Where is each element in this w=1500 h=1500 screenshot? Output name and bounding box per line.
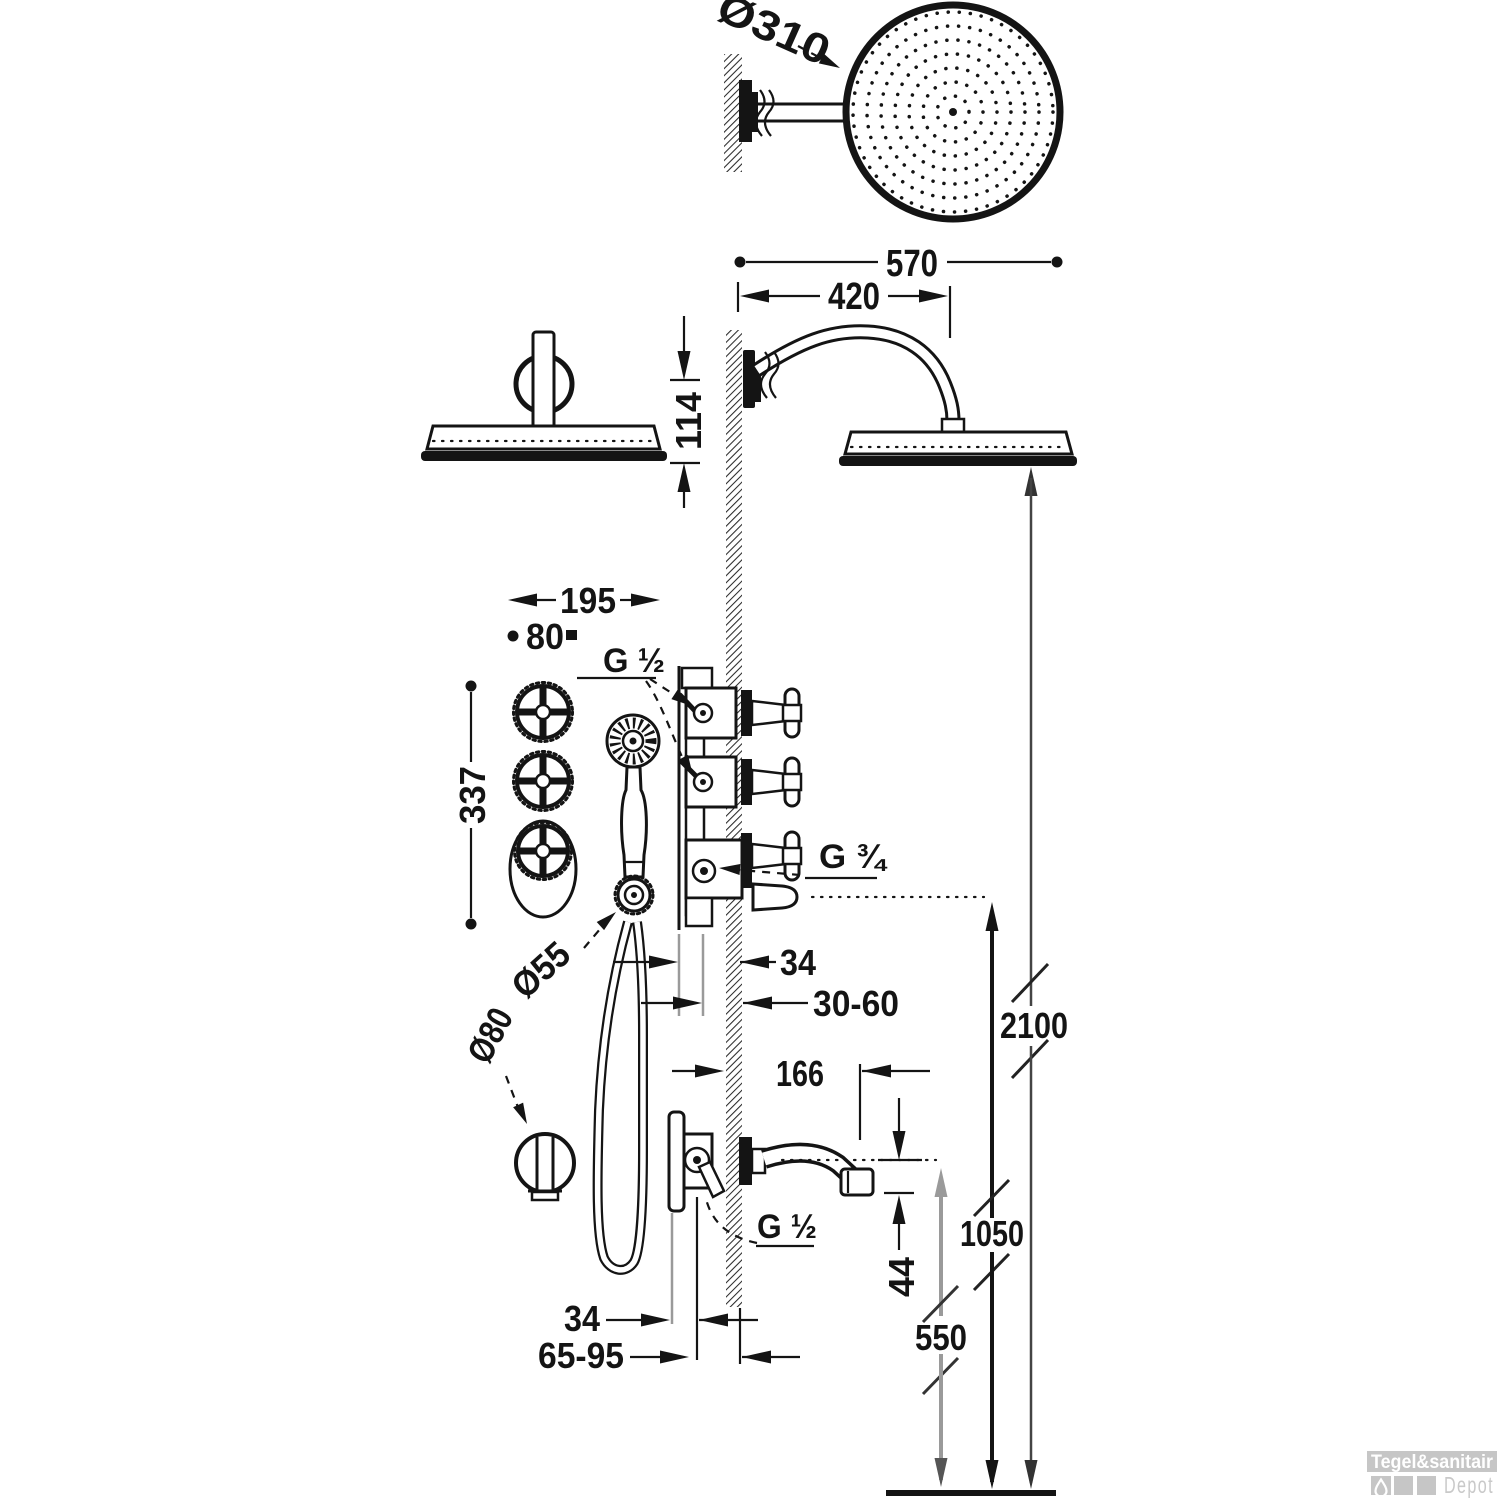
droplet-icon [1374, 1477, 1388, 1498]
leader-310 [797, 45, 829, 63]
dim-80: 80 [507, 616, 577, 657]
handle-middle [512, 750, 574, 812]
floor-line [886, 1490, 1056, 1496]
pipe-break-mark [763, 89, 775, 137]
dim-337-label: 337 [452, 766, 493, 824]
g12-bottom-label: G ½ [757, 1208, 817, 1246]
dim-1050-label: 1050 [960, 1213, 1024, 1254]
dim-114-label: 114 [668, 392, 709, 450]
dim-30-60: 30-60 [641, 934, 899, 1024]
dim-65-95: 65-95 [538, 1308, 800, 1376]
dim-420-label: 420 [828, 276, 880, 318]
hand-shower-handle [620, 765, 648, 879]
height-dimensions: 2100 1050 550 [886, 467, 1068, 1496]
dim-337: 337 [452, 680, 493, 930]
dim-114: 114 [668, 316, 709, 508]
handle-side-bottom [750, 830, 803, 882]
dim-65-95-label: 65-95 [538, 1335, 624, 1376]
logo-square-3 [1417, 1476, 1436, 1495]
wall-mount-plate [739, 80, 752, 142]
spray-plate-side [839, 456, 1077, 466]
dia-55-label: Ø55 [503, 933, 578, 1006]
logo-brand-text: Tegel&sanitair [1371, 1452, 1494, 1473]
shower-hose [592, 920, 648, 1275]
pipe-break-mark [754, 89, 766, 137]
dim-195: 195 [508, 580, 660, 621]
dim-550: 550 [915, 1168, 967, 1487]
spout-escutcheon [667, 1110, 686, 1213]
g12-top-label: G ½ [603, 642, 665, 680]
dim-34-bottom-label: 34 [564, 1298, 600, 1339]
spray-nozzle-rings [851, 10, 1055, 214]
spout-outlet-cap [839, 1167, 875, 1197]
dim-195-label: 195 [560, 580, 616, 621]
head-stem [531, 330, 556, 432]
mount-flange [752, 92, 758, 132]
handle-side-mid [750, 756, 803, 808]
dim-570: 570 [734, 243, 1063, 285]
hand-shower-holder [613, 874, 655, 916]
dia-80-label: Ø80 [459, 1001, 521, 1070]
arm-wall-flange [743, 350, 755, 408]
dim-550-label: 550 [915, 1317, 967, 1358]
rain-head-outline-top [842, 1, 1064, 223]
spout-lever [697, 1160, 726, 1199]
rain-head-front-view [421, 330, 667, 461]
logo-tegel-sanitair-depot: Tegel&sanitair Depot [1367, 1451, 1497, 1498]
shower-arm [752, 324, 961, 422]
handle-bottom [513, 821, 573, 881]
wall-section-top [724, 54, 742, 172]
dim-34-bottom: 34 [564, 1197, 758, 1360]
handle-top [512, 681, 574, 743]
wall-section-elevation [726, 330, 742, 1307]
dim-34-mid-label: 34 [780, 942, 816, 983]
valve-side-view: G ½ G ¾ 34 30-60 [577, 642, 986, 1024]
dim-2100-label: 2100 [1000, 1005, 1068, 1046]
dim-166: 166 [672, 1053, 930, 1140]
pipe-break-mark [759, 351, 771, 399]
rain-head-side-view [743, 324, 1077, 466]
dim-420: 420 [736, 276, 952, 338]
dim-44-label: 44 [881, 1257, 922, 1297]
dim-80-label: 80 [526, 616, 564, 657]
logo-sub-text: Depot [1444, 1472, 1494, 1498]
g34-label: G ¾ [819, 838, 888, 876]
stop-valve-knob [514, 1132, 576, 1202]
dim-44: 44 [878, 1098, 922, 1297]
dim-1050: 1050 [960, 902, 1024, 1489]
dim-30-60-label: 30-60 [813, 983, 899, 1024]
outlet-stub [751, 882, 799, 912]
handle-side-top [750, 687, 803, 739]
dim-2100: 2100 [1000, 467, 1068, 1489]
pipe-break-mark [768, 351, 780, 399]
valve-trim-front-view: 195 80 337 [452, 580, 660, 930]
bath-spout: G ½ 166 44 34 [538, 1053, 938, 1376]
top-view-rain-head: Ø310 [710, 0, 1064, 223]
logo-band [1367, 1451, 1497, 1472]
dim-166-label: 166 [776, 1053, 824, 1094]
valve-body-mid [684, 755, 738, 809]
logo-square-2 [1394, 1476, 1413, 1495]
leader-310-arrow [818, 53, 843, 73]
head-dome-side [843, 430, 1074, 456]
head-dome [425, 424, 662, 451]
dim-570-label: 570 [886, 243, 938, 285]
spray-plate [421, 451, 667, 461]
